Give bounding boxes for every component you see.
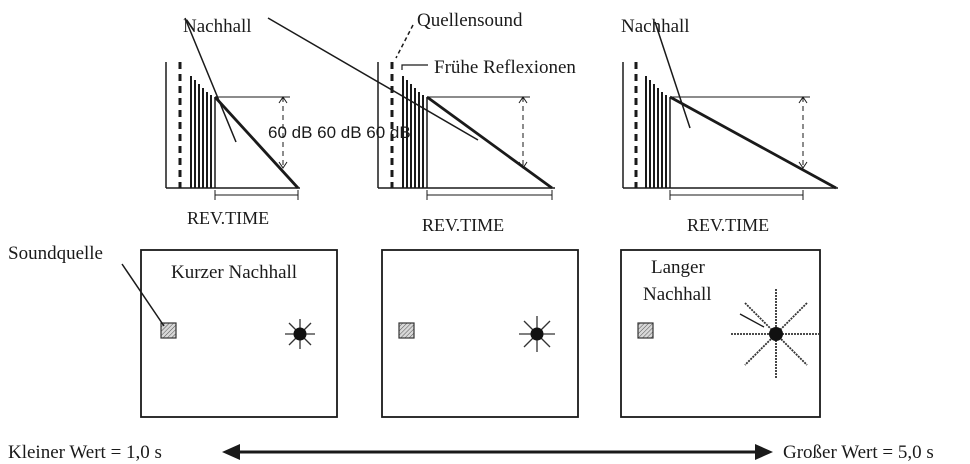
label-grosser-wert: Großer Wert = 5,0 s (783, 442, 934, 463)
early-reflection-bars (190, 76, 212, 188)
room-long (620, 249, 821, 418)
label-kurzer-nachhall: Kurzer Nachhall (171, 262, 297, 283)
sound-source-icon (160, 322, 177, 339)
decay-slope (213, 96, 300, 189)
listener-icon (293, 327, 307, 341)
decay-slope (426, 95, 553, 190)
listener-icon (530, 327, 544, 341)
decay-graph-medium (267, 17, 555, 200)
listener-icon (769, 327, 783, 341)
decay-slope (669, 95, 837, 190)
decay-graph-short (165, 17, 300, 200)
label-langer: Langer (651, 257, 705, 278)
early-reflection-bars (645, 76, 667, 188)
nachhall-pointer (654, 21, 691, 129)
room-box (140, 249, 338, 418)
range-arrow (222, 444, 773, 460)
nachhall-pointer (184, 17, 237, 143)
label-60db: 60 dB 60 dB 60 dB (268, 123, 411, 142)
soundquelle-pointer (121, 263, 165, 327)
quellensound-pointer (395, 24, 414, 59)
label-rev-time-left: REV.TIME (187, 208, 269, 228)
label-rev-time-middle: REV.TIME (422, 215, 504, 235)
room-short (140, 249, 338, 418)
sound-source-icon (637, 322, 654, 339)
langer-nachhall-pointer (739, 313, 765, 328)
nachhall-pointer-long (267, 17, 479, 141)
label-quellensound: Quellensound (417, 10, 523, 31)
label-fruehe-reflexionen: Frühe Reflexionen (434, 57, 576, 78)
sound-source-icon (398, 322, 415, 339)
label-soundquelle: Soundquelle (8, 243, 103, 264)
label-kleiner-wert: Kleiner Wert = 1,0 s (8, 442, 162, 463)
decay-graph-long (622, 21, 838, 200)
label-nachhall-right: Nachhall (621, 16, 690, 37)
label-langer-nachhall: Nachhall (643, 284, 712, 305)
early-reflection-bracket (401, 64, 428, 70)
arrow-right-icon (755, 444, 773, 460)
room-medium (381, 249, 579, 418)
label-rev-time-right: REV.TIME (687, 215, 769, 235)
label-nachhall-left: Nachhall (183, 16, 252, 37)
arrow-left-icon (222, 444, 240, 460)
room-box (381, 249, 579, 418)
